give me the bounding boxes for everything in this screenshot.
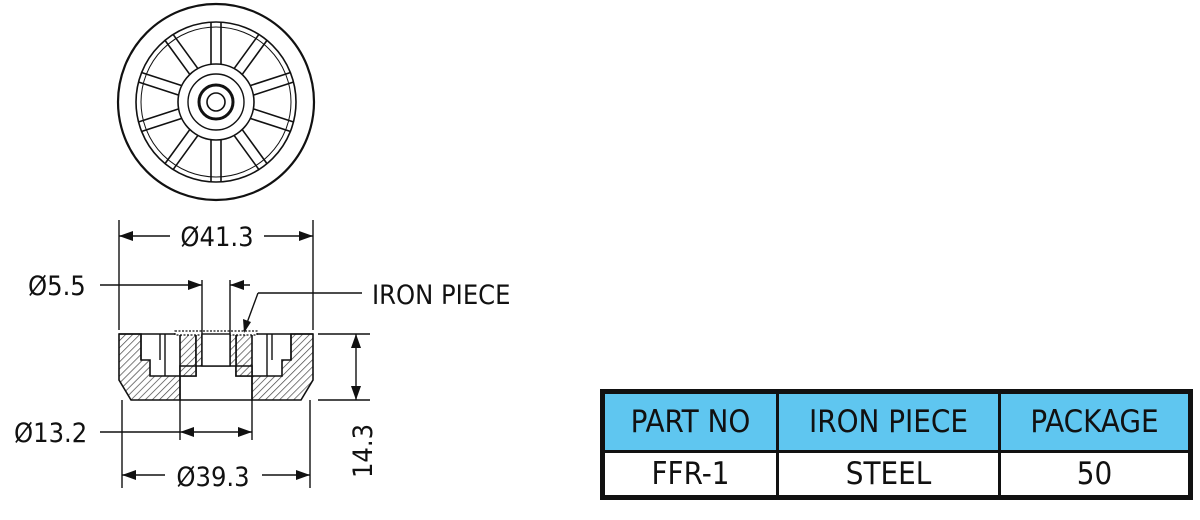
cell-iron-piece: STEEL: [776, 450, 1001, 499]
spoke-edge: [172, 33, 199, 69]
center-hole: [206, 92, 226, 112]
spoke-edge: [233, 33, 260, 69]
table-header-row: PART NO IRON PIECE PACKAGE: [601, 390, 1192, 453]
spec-table: PART NO IRON PIECE PACKAGE FFR-1 STEEL 5…: [600, 389, 1193, 500]
inner-rim-2: [140, 26, 292, 178]
spoke-edge: [241, 39, 268, 75]
dim-bore: Ø13.2: [14, 418, 87, 449]
spoke-edge: [141, 71, 182, 87]
dim-outer-bottom: Ø39.3: [176, 462, 249, 493]
spoke-edge: [138, 81, 179, 96]
table-row: FFR-1 STEEL 50: [601, 450, 1192, 499]
section-view: [118, 330, 314, 401]
callout-iron-piece: IRON PIECE: [372, 280, 511, 311]
spoke-edge: [138, 108, 179, 123]
spoke-edge: [253, 81, 294, 96]
outer-rim: [116, 2, 316, 202]
spoke-edge: [250, 117, 291, 133]
cell-package: 50: [998, 450, 1192, 499]
spoke-edge: [141, 117, 182, 133]
dim-outer-top: Ø41.3: [180, 222, 253, 253]
spoke-edge: [164, 39, 191, 75]
dimension-lines: [100, 220, 370, 488]
center-hole-section: [201, 333, 231, 367]
spoke-edge: [250, 71, 291, 87]
spoke-edge: [164, 129, 191, 165]
header-part-no: PART NO: [601, 390, 779, 453]
inner-rim: [135, 21, 297, 183]
spoke-edge: [241, 129, 268, 165]
top-view: [116, 2, 316, 202]
header-iron-piece: IRON PIECE: [776, 390, 1001, 453]
spoke-edge: [253, 108, 294, 123]
dim-hole: Ø5.5: [28, 271, 86, 302]
dim-height: 14.3: [348, 424, 379, 478]
spokes: [138, 22, 294, 182]
rib-edges: [119, 333, 313, 401]
spoke-edge: [172, 135, 199, 171]
header-package: PACKAGE: [998, 390, 1192, 453]
spoke-edge: [233, 135, 260, 171]
cell-part-no: FFR-1: [601, 450, 779, 499]
